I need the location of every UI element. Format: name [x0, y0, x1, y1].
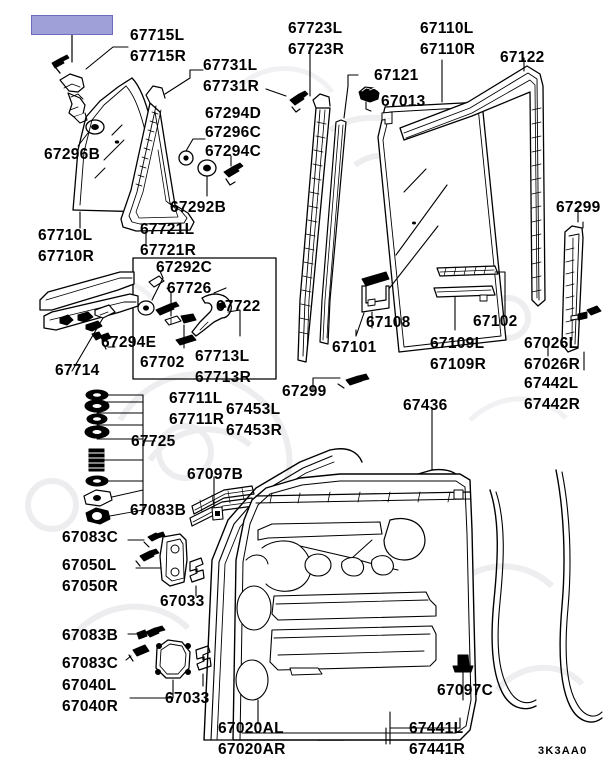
- part-label-67050[interactable]: 67050L 67050R: [62, 557, 119, 595]
- part-label-67702[interactable]: 67702: [140, 354, 185, 371]
- part-label-67110[interactable]: 67110L 67110R: [420, 20, 476, 58]
- part-label-67711[interactable]: 67711L 67711R: [169, 390, 225, 428]
- part-label-67083C-lower[interactable]: 67083C: [62, 655, 119, 672]
- part-label-67026[interactable]: 67026L 67026R: [524, 335, 581, 373]
- part-label-67294D[interactable]: 67294D: [205, 105, 262, 122]
- part-label-67731[interactable]: 67731L 67731R: [203, 57, 260, 95]
- part-label-67723[interactable]: 67723L 67723R: [288, 20, 345, 58]
- part-label-67040[interactable]: 67040L 67040R: [62, 677, 119, 715]
- highlighted-part-label-box[interactable]: [31, 15, 113, 35]
- part-label-67725[interactable]: 67725: [131, 433, 176, 450]
- part-label-67033-lower[interactable]: 67033: [165, 690, 210, 707]
- part-label-67715[interactable]: 67715L 67715R: [130, 27, 187, 65]
- part-label-67296B[interactable]: 67296B: [44, 146, 101, 163]
- part-label-67083B-upper[interactable]: 67083B: [130, 502, 187, 519]
- part-label-67294E[interactable]: 67294E: [101, 334, 157, 351]
- part-label-67292B[interactable]: 67292B: [170, 199, 227, 216]
- part-label-67122[interactable]: 67122: [500, 49, 545, 66]
- part-label-67013[interactable]: 67013: [381, 93, 426, 110]
- part-label-67726[interactable]: 67726: [167, 280, 212, 297]
- part-label-67722[interactable]: 67722: [216, 298, 261, 315]
- diagram-code: 3K3AA0: [538, 745, 588, 757]
- part-label-67108[interactable]: 67108: [366, 314, 411, 331]
- part-label-67097B[interactable]: 67097B: [187, 466, 244, 483]
- part-label-67721[interactable]: 67721L 67721R: [140, 221, 197, 259]
- part-label-67083B-lower[interactable]: 67083B: [62, 627, 119, 644]
- part-label-67121[interactable]: 67121: [374, 67, 419, 84]
- part-label-67097C[interactable]: 67097C: [437, 682, 494, 699]
- part-label-67441[interactable]: 67441L 67441R: [409, 720, 466, 758]
- part-label-67442[interactable]: 67442L 67442R: [524, 375, 581, 413]
- part-label-67020[interactable]: 67020AL 67020AR: [218, 720, 286, 758]
- part-label-67101[interactable]: 67101: [332, 339, 377, 356]
- part-label-67436[interactable]: 67436: [403, 397, 448, 414]
- part-label-67453[interactable]: 67453L 67453R: [226, 401, 283, 439]
- part-label-67714[interactable]: 67714: [55, 362, 100, 379]
- part-label-67294C[interactable]: 67294C: [205, 143, 262, 160]
- part-label-67083C-upper[interactable]: 67083C: [62, 529, 119, 546]
- part-label-67102[interactable]: 67102: [473, 313, 518, 330]
- part-label-67109[interactable]: 67109L 67109R: [430, 335, 487, 373]
- part-label-67299-top[interactable]: 67299: [556, 199, 601, 216]
- part-label-67292C[interactable]: 67292C: [156, 259, 213, 276]
- part-label-67033-upper[interactable]: 67033: [160, 593, 205, 610]
- part-label-67710[interactable]: 67710L 67710R: [38, 227, 95, 265]
- part-label-67296C[interactable]: 67296C: [205, 124, 262, 141]
- part-label-67713[interactable]: 67713L 67713R: [195, 348, 252, 386]
- part-label-67299-mid[interactable]: 67299: [282, 383, 327, 400]
